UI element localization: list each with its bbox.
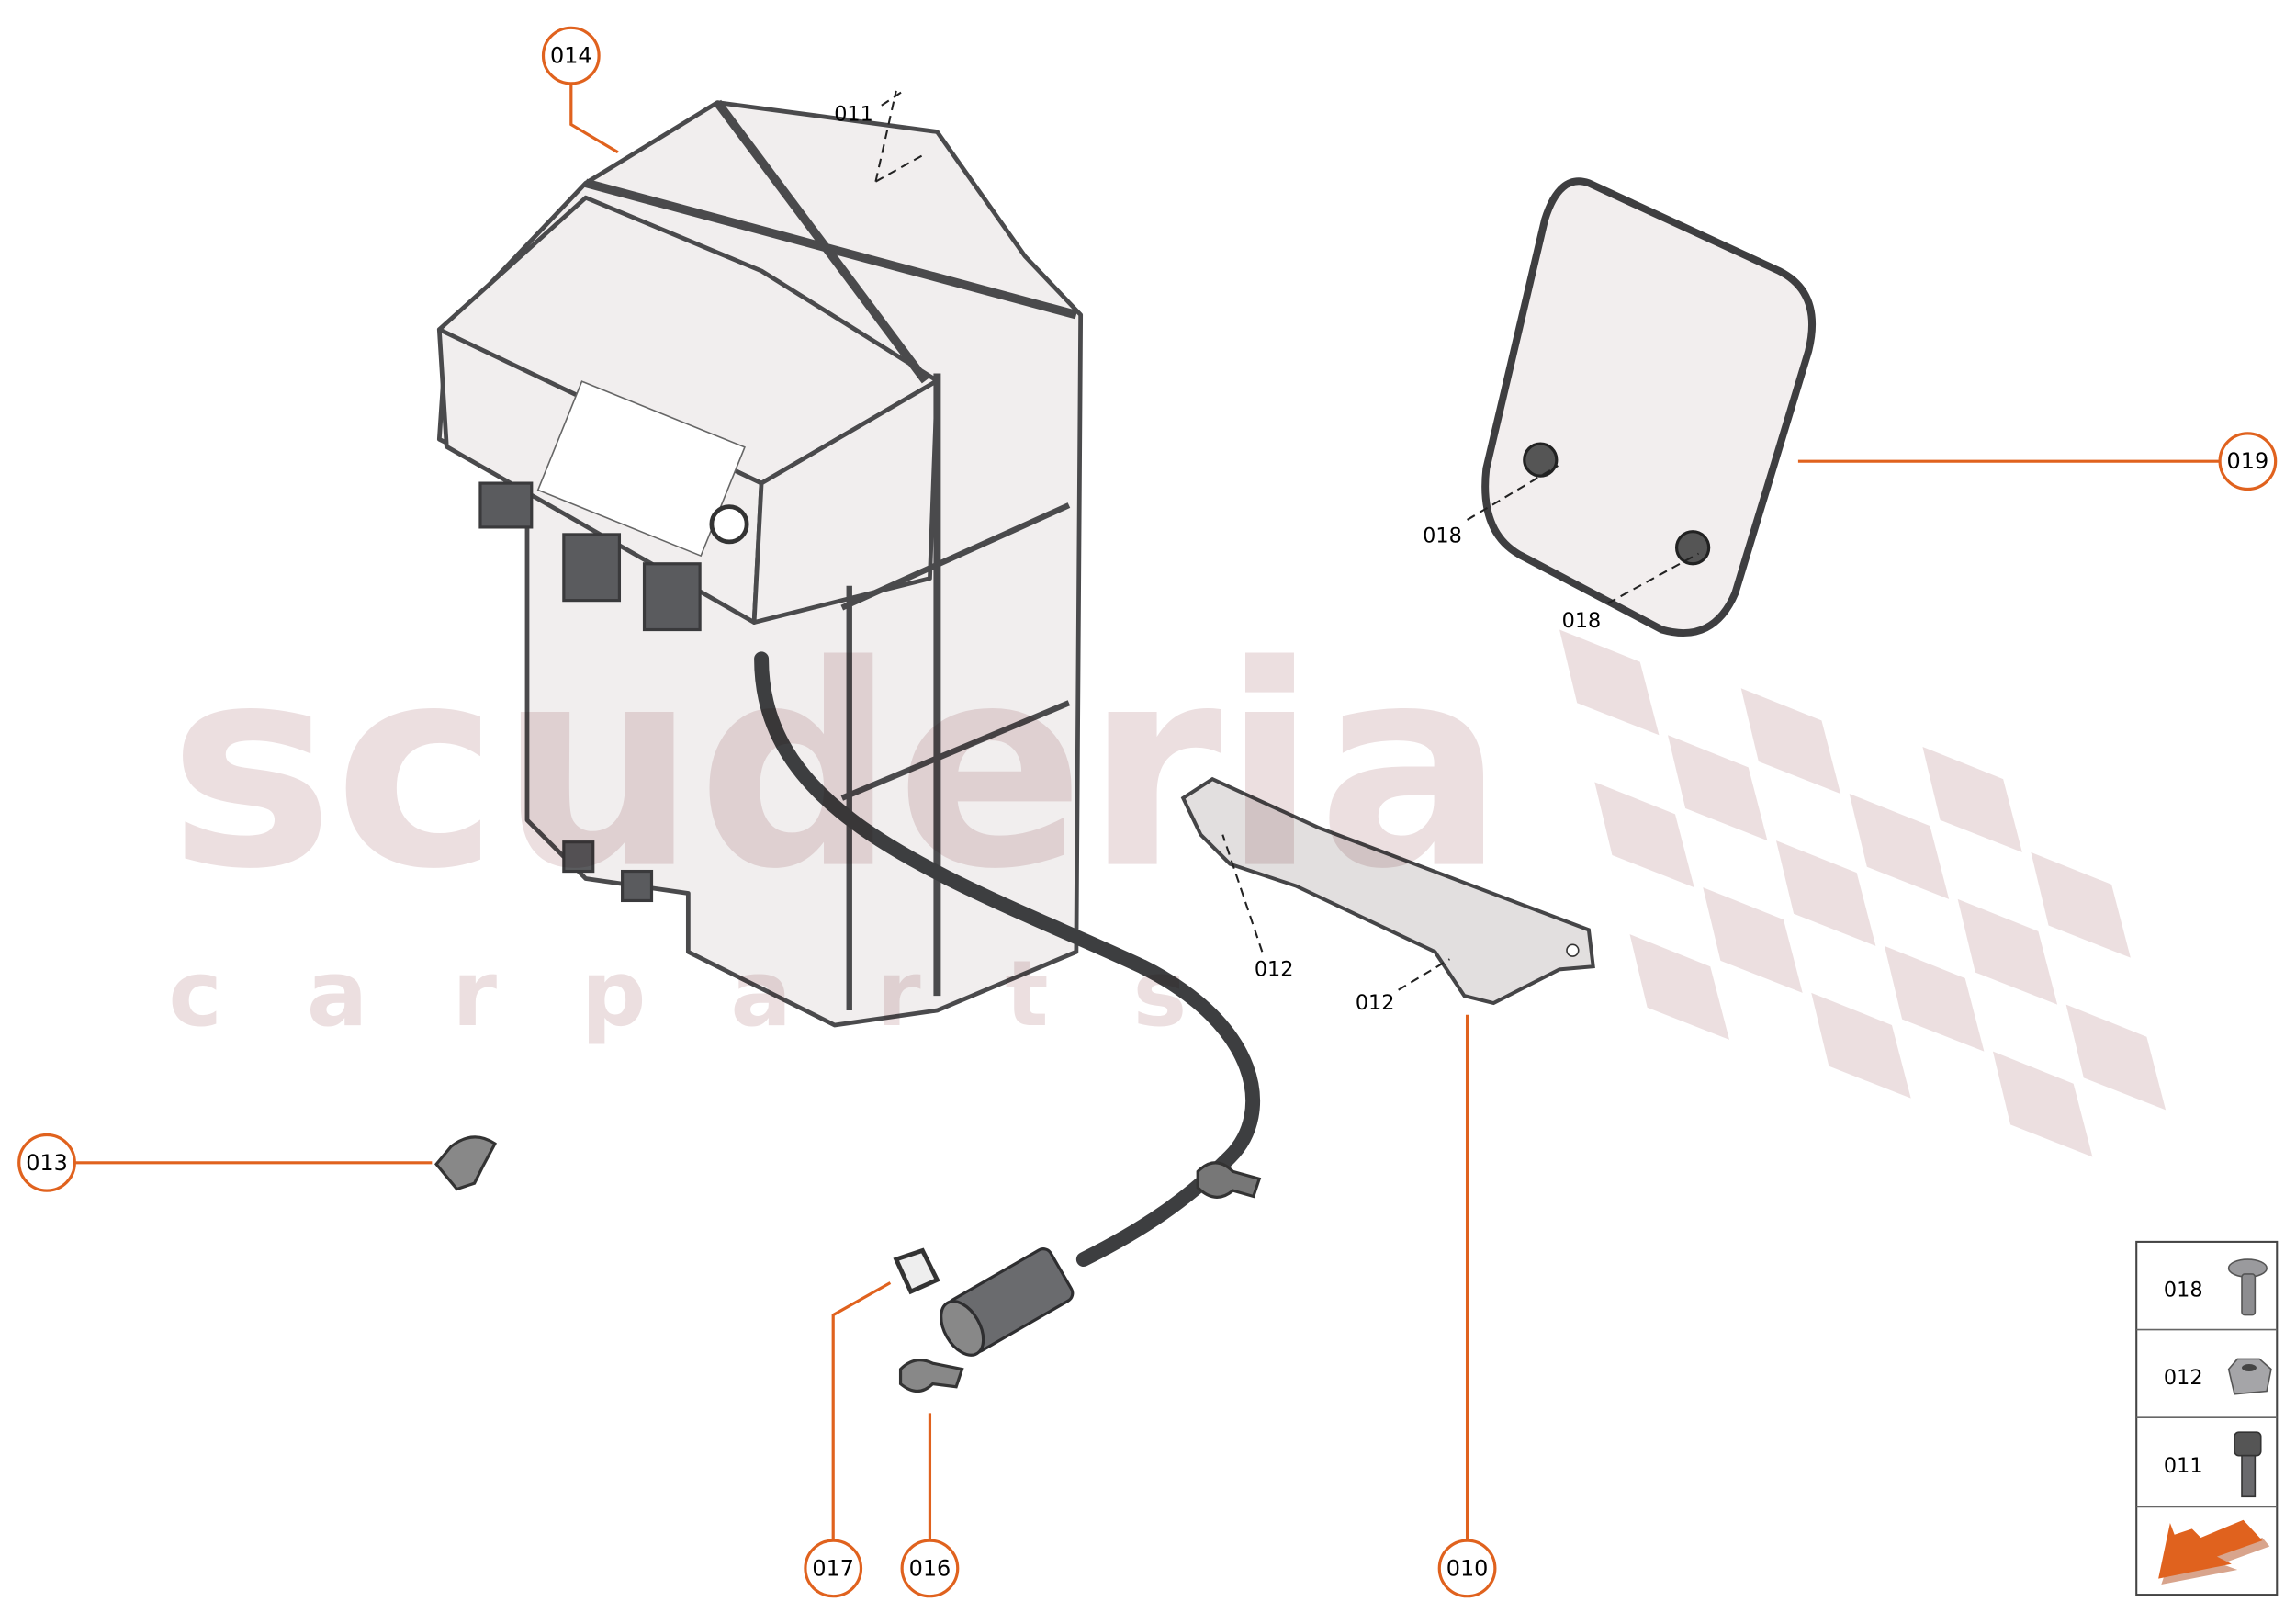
flag-square xyxy=(1559,629,1660,736)
legend-row-011[interactable]: 011 xyxy=(2164,1431,2262,1498)
callout-019[interactable]: 019 xyxy=(2218,432,2278,491)
flag-square xyxy=(1629,934,1729,1040)
callout-label: 014 xyxy=(550,43,592,69)
clip-017 xyxy=(893,1247,940,1295)
part-label-018[interactable]: 018 xyxy=(1423,524,1462,547)
callout-013[interactable]: 013 xyxy=(17,1133,76,1192)
flag-square xyxy=(1884,945,1985,1052)
flag-square xyxy=(1740,688,1841,795)
legend-label: 018 xyxy=(2164,1279,2203,1303)
watermark-main: scuderia xyxy=(168,607,1504,930)
watermark-sub: c a r p a r t s xyxy=(168,942,1213,1047)
flag-square xyxy=(2065,1004,2167,1111)
clip-013 xyxy=(434,1135,497,1191)
callout-label: 017 xyxy=(812,1555,854,1581)
flag-square xyxy=(1703,887,1803,993)
part-label-011[interactable]: 011 xyxy=(834,102,873,126)
callout-label: 013 xyxy=(26,1150,68,1176)
hardware-leaders xyxy=(874,89,1699,991)
part-label-012[interactable]: 012 xyxy=(1255,957,1294,981)
callout-label: 016 xyxy=(909,1555,951,1581)
bracket-010 xyxy=(1180,776,1595,1006)
part-label-012[interactable]: 012 xyxy=(1356,991,1395,1015)
watermark: scuderia c a r p a r t s xyxy=(168,607,1504,1047)
power-unit-014 xyxy=(436,99,1084,1028)
hex-nut-icon xyxy=(2227,1358,2272,1395)
flag-square xyxy=(1775,840,1876,946)
flag-square xyxy=(1849,794,1950,899)
callout-label: 019 xyxy=(2227,448,2269,474)
callout-010[interactable]: 010 xyxy=(1437,1539,1497,1598)
flange-screw-icon xyxy=(2227,1258,2268,1316)
callout-014[interactable]: 014 xyxy=(541,26,601,85)
hardware-legend: 018 012 011 xyxy=(2135,1240,2279,1596)
flag-square xyxy=(2031,851,2131,958)
legend-label: 012 xyxy=(2164,1366,2203,1390)
socket-cap-bolt-icon xyxy=(2234,1431,2262,1498)
legend-row-012[interactable]: 012 xyxy=(2164,1358,2272,1395)
cover-plate-019 xyxy=(1481,177,1817,637)
callout-017[interactable]: 017 xyxy=(804,1539,863,1598)
clip-016 xyxy=(898,1359,964,1393)
callout-label: 010 xyxy=(1446,1555,1489,1581)
direction-arrow-icon xyxy=(2158,1519,2270,1585)
flag-square xyxy=(1811,992,1911,1099)
part-label-018[interactable]: 018 xyxy=(1562,609,1602,633)
flag-square xyxy=(1957,898,2058,1005)
flag-square xyxy=(1668,735,1768,841)
legend-label: 011 xyxy=(2164,1454,2203,1478)
callout-016[interactable]: 016 xyxy=(900,1539,960,1598)
flag-square xyxy=(1594,782,1694,888)
legend-row-018[interactable]: 018 xyxy=(2164,1258,2268,1316)
cable-harness xyxy=(754,651,1262,1357)
flag-square xyxy=(1992,1051,2093,1157)
flag-square xyxy=(1922,747,2022,852)
checkered-flag-watermark xyxy=(1559,629,2167,1157)
callout-leaders xyxy=(74,83,2221,1541)
